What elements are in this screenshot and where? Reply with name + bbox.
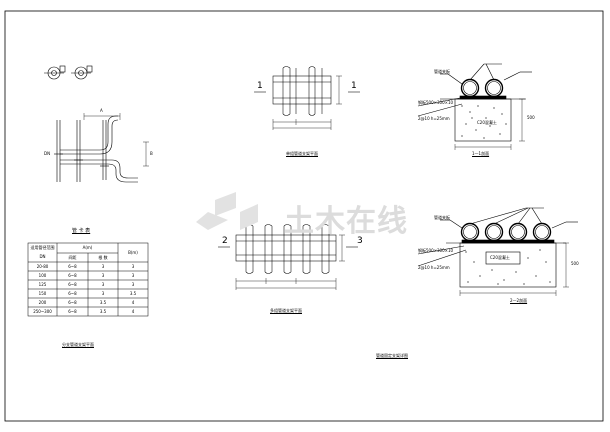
label-plate-weld: 2@10 h=25mm xyxy=(418,116,450,121)
table-cell: 3 xyxy=(101,291,105,296)
section-2-2-hatch xyxy=(465,249,551,285)
watermark-text: 土木在线 xyxy=(284,204,408,239)
table-cell: 150 xyxy=(38,291,47,296)
section-mark-1-right: 1 xyxy=(351,81,357,91)
table-header-a: A(m) xyxy=(82,245,93,250)
caption-multi-plan: 多组管道支架平面 xyxy=(270,308,302,313)
table-cell: 6~8 xyxy=(68,264,77,269)
pipe-section-icon-left xyxy=(44,65,93,80)
dim-label-b: B xyxy=(150,151,153,156)
table-cell: 3 xyxy=(131,273,135,278)
label-concrete-1: C20混凝土 xyxy=(477,120,497,125)
caption-support-detail: 管道固定支架详图 xyxy=(376,353,408,358)
label-pipe-clamp: 管道夹板 xyxy=(434,69,450,74)
label-steel-plate-2: 钢板500×300×10 xyxy=(418,248,454,253)
pipe-clamp-table-grid xyxy=(27,242,149,317)
table-cell: 6~8 xyxy=(68,300,77,305)
table-header-b: B(m) xyxy=(128,250,138,255)
table-cell: 6~8 xyxy=(68,273,77,278)
section-2-2 xyxy=(417,207,578,296)
table-cell: 20-80 xyxy=(36,264,49,269)
table-cell: 4 xyxy=(131,300,135,305)
section-1-1 xyxy=(417,63,532,150)
label-steel-plate: 钢板500×300×10 xyxy=(418,100,454,105)
section-mark-1-left: 1 xyxy=(257,81,263,91)
label-dim-500: 500 xyxy=(527,115,535,120)
section-mark-3: 3 xyxy=(357,236,363,246)
dim-label-dn: DN xyxy=(44,151,51,156)
table-cell: 6~8 xyxy=(68,291,77,296)
table-header-a-sub1: 间距 xyxy=(68,255,77,260)
section-mark-2: 2 xyxy=(222,236,228,246)
caption-single-plan: 单组管道支架平面 xyxy=(286,151,318,156)
label-pipe-clamp-2: 管道夹板 xyxy=(434,215,450,220)
dim-label-a: A xyxy=(100,108,103,113)
table-cell: 125 xyxy=(38,282,47,287)
section-1-title: 1—1剖面 xyxy=(472,151,490,156)
table-cell: 3 xyxy=(131,264,135,269)
table-cell: 3 xyxy=(101,264,105,269)
section-2-title: 2—2剖面 xyxy=(510,298,528,303)
caption-branch-plan: 分支管道支架平面 xyxy=(62,342,94,347)
table-cell: 3 xyxy=(101,273,105,278)
label-concrete-2: C20混凝土 xyxy=(490,255,510,260)
table-cell: 3.5 xyxy=(129,291,137,296)
drawing-border xyxy=(4,10,604,422)
table-cell: 6~8 xyxy=(68,282,77,287)
table-cell: 200 xyxy=(38,300,47,305)
table-header-a-sub2: 根 数 xyxy=(98,255,108,260)
branch-pipe-plan xyxy=(54,113,149,183)
table-header-dn-top: 适用管径范围 xyxy=(30,245,55,250)
label-plate-weld-2: 2@10 h=25mm xyxy=(418,265,450,270)
table-title: 管 卡 表 xyxy=(72,228,91,234)
table-header-dn: DN xyxy=(39,254,46,259)
multi-group-plan xyxy=(218,224,358,290)
label-dim-500-2: 500 xyxy=(571,261,579,266)
table-cell: 6~8 xyxy=(68,309,77,314)
table-cell: 3 xyxy=(131,282,135,287)
table-cell: 100 xyxy=(38,273,47,278)
table-cell: 3 xyxy=(101,282,105,287)
table-cell: 250~300 xyxy=(33,309,52,314)
single-group-plan xyxy=(254,66,360,130)
table-cell: 4 xyxy=(131,309,135,314)
section-1-1-hatch xyxy=(461,105,507,139)
table-cell: 3.5 xyxy=(99,309,107,314)
watermark-logo-icon xyxy=(196,192,258,230)
table-cell: 3.5 xyxy=(99,300,107,305)
